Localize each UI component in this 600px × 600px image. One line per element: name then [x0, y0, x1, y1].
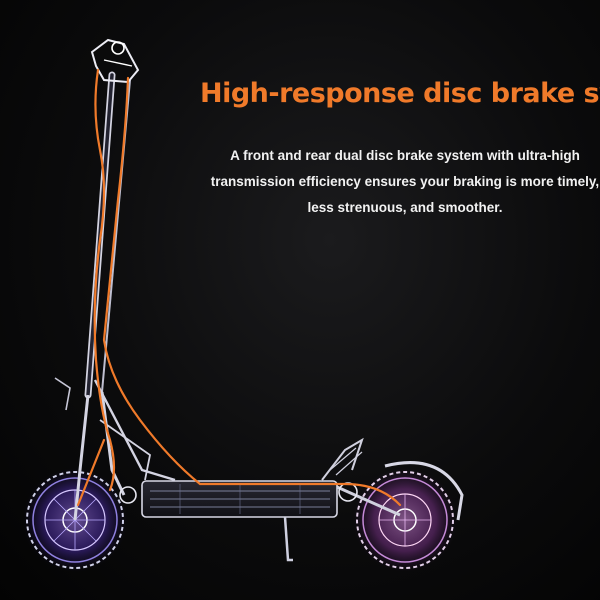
- description-line-2: transmission efficiency ensures your bra…: [210, 174, 600, 189]
- brake-cables: [76, 68, 402, 507]
- description: A front and rear dual disc brake system …: [210, 143, 600, 221]
- description-line-3: less strenuous, and smoother.: [307, 200, 503, 215]
- handlebar: [90, 38, 140, 84]
- description-line-1: A front and rear dual disc brake system …: [230, 148, 580, 163]
- rear-swingarm: [321, 437, 401, 517]
- steering-stem: [54, 71, 176, 521]
- deck: [141, 480, 338, 562]
- rear-wheel: [353, 461, 464, 572]
- headline: High-response disc brake system: [200, 78, 600, 109]
